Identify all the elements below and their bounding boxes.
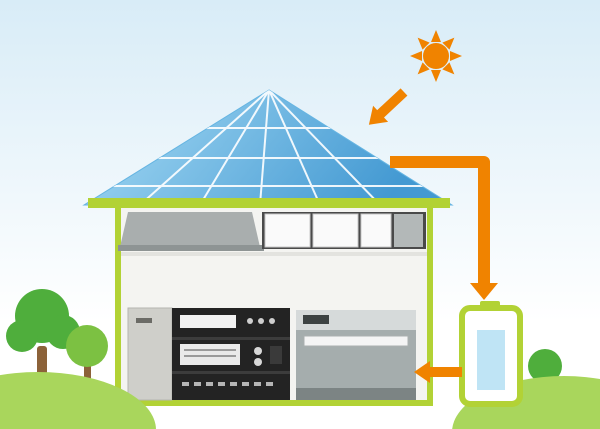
window-pane	[312, 213, 359, 248]
window-pane-shaded	[394, 214, 423, 247]
ground-floor	[127, 307, 416, 401]
window-pane	[264, 213, 311, 248]
microwave-grill-line	[184, 355, 236, 357]
battery-charge-level	[477, 330, 505, 390]
control-button	[269, 318, 275, 324]
sun-core	[423, 43, 449, 69]
dishwasher-base	[296, 388, 416, 400]
kitchen-appliance-stack	[127, 307, 290, 401]
roof-eave	[88, 198, 450, 208]
microwave-control-strip	[270, 346, 282, 364]
arrow-roof-to-battery	[390, 156, 498, 300]
tree-foliage	[528, 349, 562, 383]
microwave-grill-line	[184, 349, 236, 351]
microwave-knob	[254, 347, 262, 355]
cabinet-panel	[127, 307, 173, 401]
microwave-knob	[254, 358, 262, 366]
dishwasher	[296, 310, 416, 400]
appliance-divider	[172, 371, 290, 374]
display-screen	[180, 315, 236, 328]
dishwasher-control	[303, 315, 329, 324]
sun	[410, 30, 462, 82]
house	[115, 203, 433, 406]
floor-divider	[121, 252, 427, 256]
storage-battery	[459, 301, 523, 407]
upper-floor	[118, 212, 427, 256]
range-hood-lip	[118, 245, 264, 251]
tree-foliage	[6, 320, 38, 352]
cabinet-handle	[136, 318, 152, 323]
button-row	[182, 382, 273, 386]
tree-foliage	[66, 325, 108, 367]
arrow-head	[470, 283, 498, 300]
appliance-divider	[172, 337, 290, 340]
left-bush	[0, 372, 156, 429]
dishwasher-handle-slot	[303, 335, 409, 347]
upper-windows	[262, 212, 426, 249]
control-button	[247, 318, 253, 324]
right-bush	[452, 376, 600, 429]
window-pane	[360, 213, 392, 248]
control-button	[258, 318, 264, 324]
arrow-shaft	[390, 156, 490, 286]
microwave-window	[180, 344, 240, 365]
range-hood	[120, 212, 260, 247]
